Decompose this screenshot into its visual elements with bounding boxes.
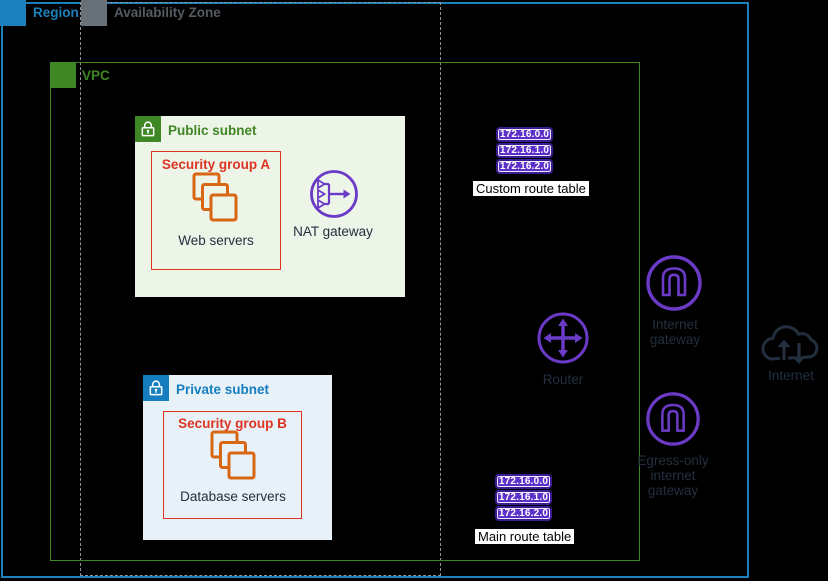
egress-only-internet-gateway-icon (644, 390, 702, 448)
route-table-row: 172.16.1.0 (495, 490, 552, 505)
public-subnet-label: Public subnet (168, 123, 257, 138)
internet-gateway-label: Internet gateway (649, 317, 701, 347)
nat-gateway-icon (308, 168, 360, 220)
availability-zone-label: Availability Zone (114, 5, 221, 20)
region-icon (0, 0, 26, 26)
vpc-label: VPC (82, 68, 110, 83)
private-subnet-lock-icon (143, 375, 169, 401)
lock-icon (141, 121, 155, 137)
custom-route-table-icon: 172.16.0.0 172.16.1.0 172.16.2.0 (496, 127, 553, 175)
web-servers-label: Web servers (178, 233, 254, 248)
router-label: Router (542, 372, 584, 387)
public-subnet (135, 116, 405, 297)
security-group-a: Security group A (151, 151, 281, 270)
security-group-a-label: Security group A (161, 157, 271, 172)
egress-only-internet-gateway-label: Egress-only internet gateway (637, 453, 709, 498)
web-servers-icon (192, 172, 238, 222)
region-label: Region (33, 5, 79, 20)
vpc-icon (50, 62, 76, 88)
database-servers-label: Database servers (180, 489, 286, 504)
region-boundary (1, 2, 749, 578)
route-table-row: 172.16.1.0 (496, 143, 553, 158)
database-servers-icon (210, 430, 256, 480)
route-table-row: 172.16.0.0 (495, 474, 552, 489)
availability-zone-boundary (80, 2, 441, 576)
vpc-boundary (50, 62, 640, 561)
router-icon (535, 310, 591, 366)
security-group-b-label: Security group B (178, 416, 287, 431)
internet-gateway-icon (644, 253, 704, 313)
nat-gateway-label: NAT gateway (293, 224, 373, 239)
private-subnet-label: Private subnet (176, 382, 270, 397)
internet-label: Internet (768, 368, 814, 383)
route-table-row: 172.16.2.0 (496, 159, 553, 174)
availability-zone-icon (81, 0, 107, 26)
public-subnet-lock-icon (135, 116, 161, 142)
internet-cloud-icon (755, 315, 825, 367)
custom-route-table-label: Custom route table (473, 181, 589, 196)
lock-icon (149, 380, 163, 396)
security-group-b: Security group B (163, 411, 302, 519)
route-table-row: 172.16.0.0 (496, 127, 553, 142)
main-route-table-label: Main route table (475, 529, 575, 544)
main-route-table-icon: 172.16.0.0 172.16.1.0 172.16.2.0 (495, 474, 552, 522)
route-table-row: 172.16.2.0 (495, 506, 552, 521)
